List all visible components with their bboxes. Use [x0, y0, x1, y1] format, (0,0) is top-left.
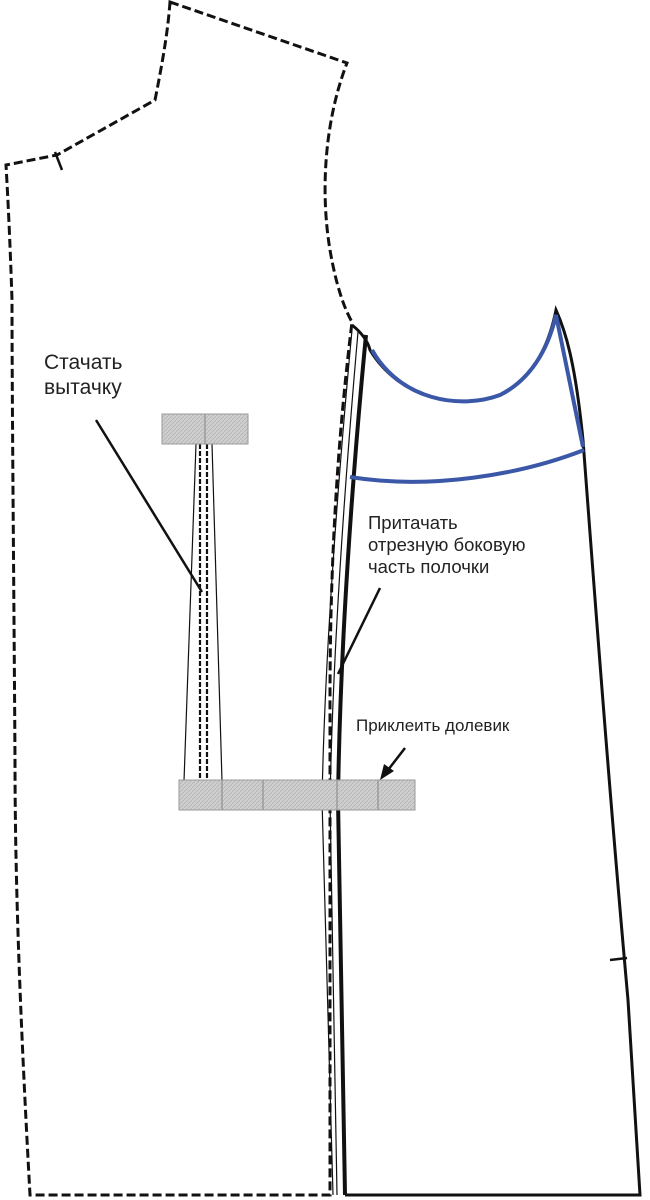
side-seam-stitch-line — [335, 334, 368, 1196]
stay-tape-leader-line — [387, 747, 406, 771]
side-panel-label-line-3: часть полочки — [368, 556, 490, 578]
dart-label-line-1: Стачать — [44, 351, 123, 374]
yoke-seam-blue — [349, 448, 585, 484]
side-panel-leader-line — [336, 587, 382, 675]
dart-instruction-label: Стачать вытачку — [44, 350, 122, 400]
side-panel-outline — [345, 305, 642, 1197]
armhole-seam-blue — [370, 314, 585, 448]
side-panel-label-line-2: отрезную боковую — [368, 534, 526, 556]
dart-top-interfacing — [161, 413, 249, 445]
neck-notch-mark — [53, 151, 64, 171]
dart-leg-left — [183, 443, 197, 782]
stay-tape-arrowhead — [380, 764, 394, 780]
dart-leader-line — [94, 419, 204, 593]
dart-label-line-2: вытачку — [44, 376, 122, 400]
side-seam-middle-line — [329, 331, 359, 1196]
dart-leg-right — [211, 443, 223, 782]
stay-tape-instruction-label: Приклеить долевик — [356, 716, 510, 735]
front-panel-outline — [4, 0, 354, 1197]
side-panel-instruction-label: Притачать отрезную боковую часть полочки — [368, 512, 526, 579]
side-seam-outer-line — [321, 329, 353, 1196]
stay-tape — [178, 779, 416, 811]
side-panel-label-line-1: Притачать — [368, 512, 458, 533]
